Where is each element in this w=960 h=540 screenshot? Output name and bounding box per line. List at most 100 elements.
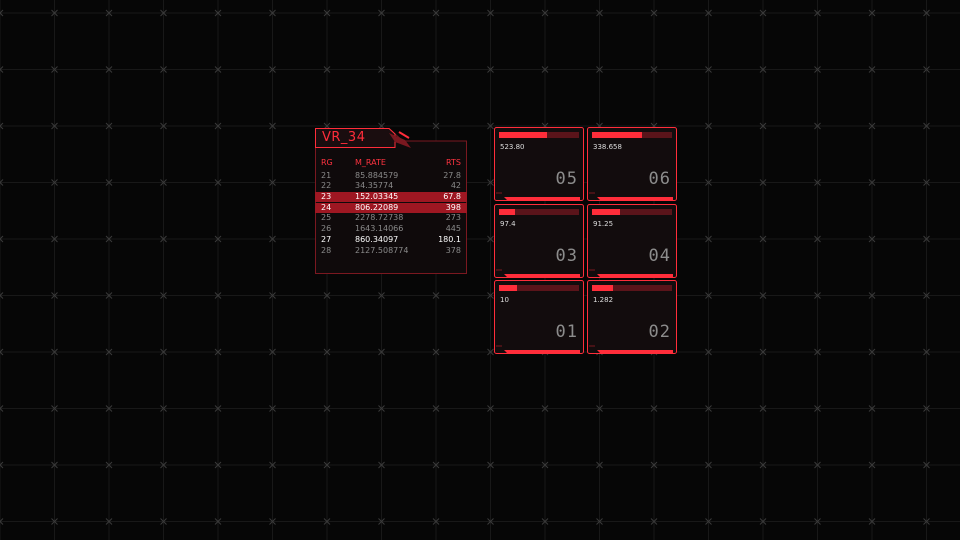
grid-cross-marker (923, 405, 930, 412)
grid-cross-marker (487, 9, 494, 17)
grid-cross-marker (868, 405, 876, 412)
grid-cross-marker (160, 235, 167, 243)
stat-tile-05[interactable]: 523.80 05 (494, 127, 584, 203)
cell-m-rate: 2127.508774 (355, 245, 409, 255)
tile-value: 91.25 (593, 220, 614, 228)
grid-cross-marker (51, 179, 58, 186)
cell-rts: 273 (445, 213, 461, 223)
tile-progress-fill (592, 132, 642, 138)
grid-cross-marker (160, 66, 167, 73)
grid-cross-marker (814, 405, 821, 412)
cell-m-rate: 85.884579 (355, 170, 399, 180)
grid-cross-marker (323, 518, 331, 525)
grid-cross-marker (214, 66, 222, 73)
grid-cross-marker (487, 179, 494, 186)
grid-cross-marker (432, 122, 440, 130)
grid-cross-marker (378, 66, 385, 73)
grid-cross-marker (0, 461, 4, 469)
grid-cross-marker (269, 292, 276, 299)
grid-cross-marker (432, 518, 440, 525)
grid-cross-marker (378, 405, 385, 412)
grid-cross-marker (0, 348, 4, 356)
grid-cross-marker (269, 122, 276, 130)
grid-cross-marker (214, 9, 222, 17)
grid-cross-marker (323, 405, 331, 412)
grid-cross-marker (269, 461, 276, 469)
tile-value: 97.4 (500, 220, 516, 228)
tile-value: 1.282 (593, 296, 614, 304)
stat-tile-03[interactable]: 97.4 03 (494, 204, 584, 280)
grid-cross-marker (0, 66, 4, 73)
tile-progress-fill (499, 132, 547, 138)
grid-cross-marker (0, 405, 4, 412)
grid-cross-marker (0, 179, 4, 186)
grid-cross-marker (432, 348, 440, 356)
cell-m-rate: 2278.72738 (355, 213, 404, 223)
tile-frame (494, 280, 584, 354)
grid-cross-marker (160, 518, 167, 525)
cell-rts: 378 (445, 245, 461, 255)
grid-cross-marker (269, 235, 276, 243)
grid-cross-marker (0, 122, 4, 130)
grid-cross-marker (432, 9, 440, 17)
tile-frame (587, 204, 677, 278)
grid-cross-marker (487, 405, 494, 412)
cell-rts: 180.1 (438, 234, 461, 244)
grid-cross-marker (487, 461, 494, 469)
grid-cross-marker (432, 66, 440, 73)
grid-cross-marker (160, 179, 167, 186)
grid-cross-marker (759, 66, 767, 73)
tile-number: 03 (555, 246, 578, 266)
grid-cross-marker (868, 461, 876, 469)
grid-cross-marker (868, 122, 876, 130)
grid-cross-marker (923, 348, 930, 356)
cell-rts: 67.8 (443, 192, 461, 202)
grid-cross-marker (868, 9, 876, 17)
tile-progress-track (499, 285, 579, 291)
grid-cross-marker (705, 66, 712, 73)
grid-cross-marker (650, 66, 658, 73)
grid-cross-marker (323, 461, 331, 469)
grid-cross-marker (0, 518, 4, 525)
grid-cross-marker (51, 9, 58, 17)
grid-cross-marker (214, 122, 222, 130)
grid-cross-marker (705, 235, 712, 243)
grid-cross-marker (814, 461, 821, 469)
column-header-m-rate: M_RATE (355, 158, 386, 167)
tile-number: 05 (555, 169, 578, 189)
grid-cross-marker (0, 235, 4, 243)
grid-cross-marker (814, 179, 821, 186)
cell-rts: 42 (450, 181, 461, 191)
grid-cross-marker (759, 9, 767, 17)
stat-tile-04[interactable]: 91.25 04 (587, 204, 677, 280)
grid-cross-marker (923, 292, 930, 299)
stat-tile-06[interactable]: 338.658 06 (587, 127, 677, 203)
cell-rts: 445 (445, 224, 461, 234)
cell-m-rate: 152.03345 (355, 192, 399, 202)
grid-cross-marker (323, 348, 331, 356)
grid-cross-marker (596, 461, 603, 469)
cell-m-rate: 1643.14066 (355, 224, 404, 234)
cell-m-rate: 34.35774 (355, 181, 394, 191)
stat-tile-01[interactable]: 10 01 (494, 280, 584, 356)
grid-cross-marker (323, 122, 331, 130)
cell-rts: 398 (445, 202, 461, 212)
tile-frame (587, 280, 677, 354)
grid-cross-marker (323, 66, 331, 73)
grid-cross-marker (378, 9, 385, 17)
grid-cross-marker (160, 348, 167, 356)
grid-cross-marker (214, 518, 222, 525)
grid-cross-marker (705, 518, 712, 525)
tile-progress-track (592, 209, 672, 215)
grid-cross-marker (105, 122, 113, 130)
grid-cross-marker (105, 66, 113, 73)
stat-tile-02[interactable]: 1.282 02 (587, 280, 677, 356)
grid-cross-marker (269, 9, 276, 17)
grid-cross-marker (759, 235, 767, 243)
grid-cross-marker (650, 461, 658, 469)
grid-cross-marker (868, 292, 876, 299)
